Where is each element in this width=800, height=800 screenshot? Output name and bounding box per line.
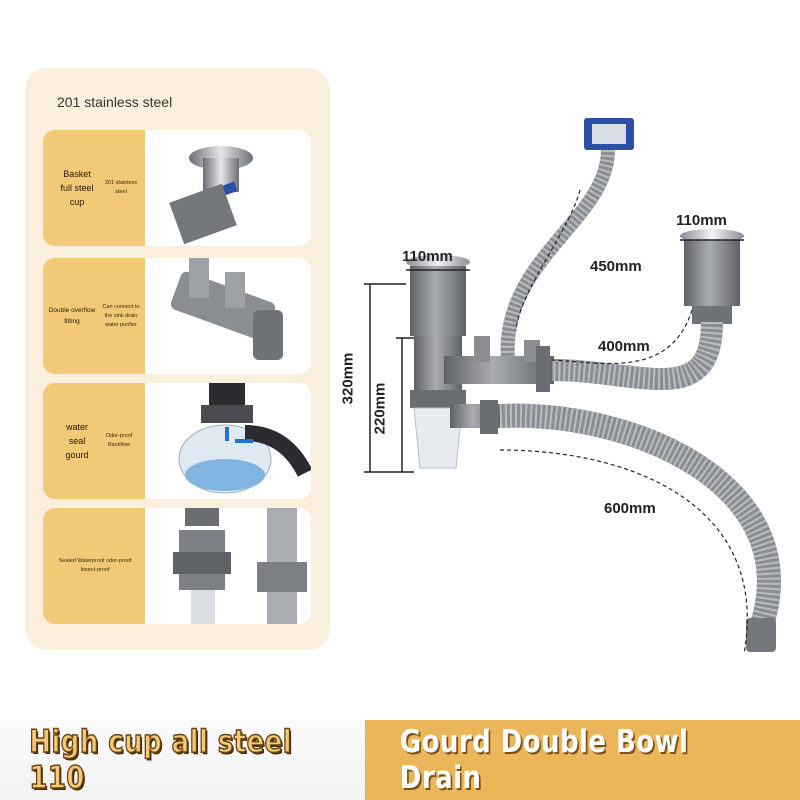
card-label: Double overflow fitting	[48, 307, 96, 325]
total-height-dimension: 320mm	[339, 352, 357, 405]
card-tab: water seal gourd Odor-proof Backflow	[43, 383, 145, 499]
feature-card-gourd: water seal gourd Odor-proof Backflow	[43, 383, 311, 499]
connector-hose-dimension: 400mm	[598, 338, 650, 355]
banner-left-title: High cup all steel 110	[29, 723, 293, 797]
panel-heading: 201 stainless steel	[57, 94, 173, 110]
drain-diagram: 110mm 110mm 450mm 400mm 600mm 320mm 220m…	[339, 110, 800, 675]
banner-right-title: Gourd Double Bowl Drain	[399, 724, 689, 796]
seal-joint-image	[173, 508, 307, 624]
banner-left: High cup all steel 110	[0, 720, 365, 800]
bottom-banner: High cup all steel 110 Gourd Double Bowl…	[0, 720, 800, 800]
inner-height-dimension: 220mm	[371, 382, 389, 435]
overflow-fitting-image	[170, 258, 283, 360]
feature-card-overflow: Double overflow fitting Can connect to t…	[43, 258, 311, 374]
card-note: Sealed Waterproof odor-proof Insect-proo…	[58, 558, 132, 573]
card-note: Can connect to the sink drain water puri…	[102, 303, 140, 328]
card-note: Odor-proof Backflow	[105, 433, 133, 448]
drain-hose-dimension: 600mm	[604, 500, 656, 517]
card-tab: Basket full steel cup 201 stainless stee…	[43, 130, 145, 246]
feature-card-seal: Sealed Waterproof odor-proof Insect-proo…	[43, 508, 311, 624]
feature-card-basket: Basket full steel cup 201 stainless stee…	[43, 130, 311, 246]
feature-panel: 201 stainless steel Basket full steel cu…	[25, 68, 330, 650]
card-note: 201 stainless steel	[104, 180, 138, 195]
card-tab: Sealed Waterproof odor-proof Insect-proo…	[43, 508, 145, 624]
drain-assembly-graphic	[364, 118, 781, 655]
right-basket-dimension: 110mm	[676, 212, 727, 229]
card-label: Basket full steel cup	[60, 169, 94, 207]
overflow-hose-dimension: 450mm	[590, 258, 642, 275]
card-tab: Double overflow fitting Can connect to t…	[43, 258, 145, 374]
water-seal-gourd-image	[178, 383, 311, 494]
basket-cup-image	[169, 146, 253, 245]
card-label: water seal gourd	[65, 422, 89, 460]
banner-right: Gourd Double Bowl Drain	[365, 720, 800, 800]
left-basket-dimension: 110mm	[402, 248, 453, 265]
